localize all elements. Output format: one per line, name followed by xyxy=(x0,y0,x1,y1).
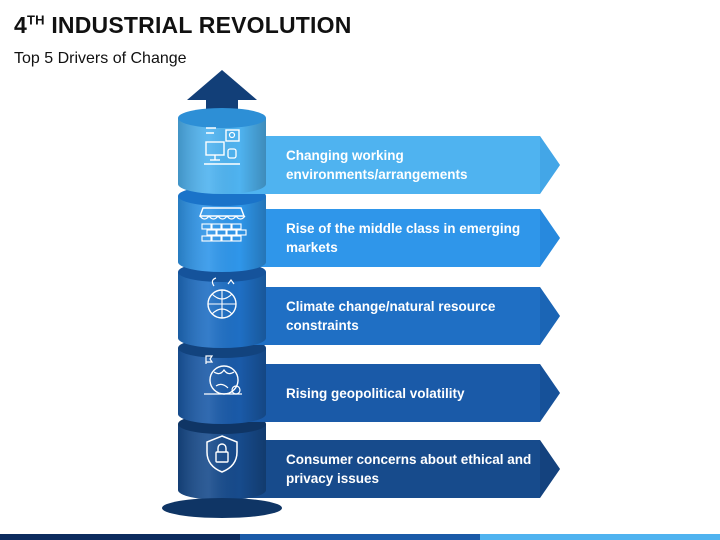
driver-label: Climate change/natural resource constrai… xyxy=(286,299,496,333)
footer-bar xyxy=(0,534,720,540)
workspace-icon xyxy=(204,127,240,165)
driver-arrow-tip xyxy=(540,136,560,194)
driver-segments xyxy=(178,108,560,500)
driver-arrow xyxy=(222,440,560,498)
title-number: 4 xyxy=(14,12,27,38)
storefront-icon xyxy=(198,207,247,242)
footer-bar-segment xyxy=(0,534,240,540)
driver-label: Changing working environments/arrangemen… xyxy=(286,148,468,182)
driver-cylinder-top xyxy=(178,108,266,128)
title-ordinal: TH xyxy=(27,12,45,28)
driver-arrow xyxy=(222,136,560,194)
driver-arrow-tip xyxy=(540,364,560,422)
driver-label: Rise of the middle class in emerging mar… xyxy=(286,221,521,255)
driver-label: Rising geopolitical volatility xyxy=(286,385,465,401)
driver-arrow xyxy=(222,287,560,345)
driver-cylinder-shade xyxy=(178,348,266,424)
driver-segment xyxy=(178,262,560,348)
shield-lock-icon xyxy=(206,435,238,473)
driver-arrow-tip xyxy=(540,440,560,498)
up-arrow xyxy=(187,70,257,114)
column-base xyxy=(162,498,282,518)
footer-bar-segment xyxy=(240,534,480,540)
title-text: INDUSTRIAL REVOLUTION xyxy=(44,12,352,38)
driver-arrow-tip xyxy=(540,287,560,345)
driver-arrow-tip xyxy=(540,209,560,267)
driver-label: Consumer concerns about ethical and priv… xyxy=(286,452,532,486)
page-subtitle: Top 5 Drivers of Change xyxy=(14,50,187,67)
driver-arrow xyxy=(222,364,560,422)
climate-globe-icon xyxy=(207,277,237,319)
driver-arrow xyxy=(222,209,560,267)
driver-segment xyxy=(178,186,560,272)
page-title: 4TH INDUSTRIAL REVOLUTION xyxy=(14,12,352,39)
footer-bar-segment xyxy=(480,534,720,540)
driver-cylinder-shade xyxy=(178,118,266,194)
geopolitics-globe-icon xyxy=(204,355,242,395)
driver-segment xyxy=(178,338,560,424)
driver-segment xyxy=(178,108,560,194)
